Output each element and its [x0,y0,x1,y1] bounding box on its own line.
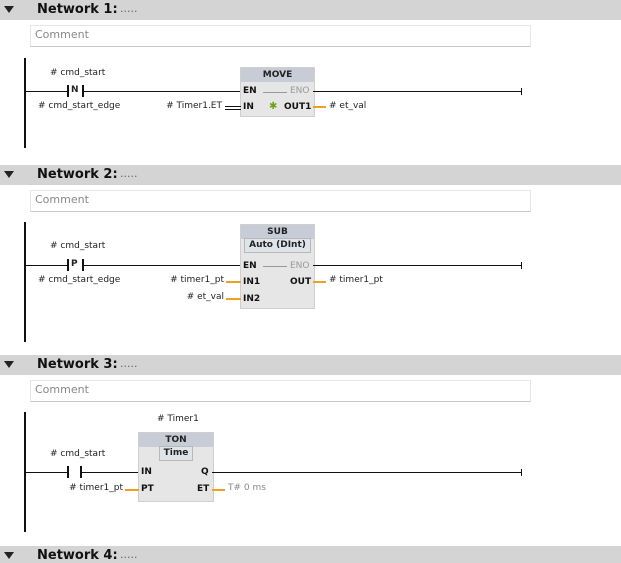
comment-placeholder: Comment [35,383,89,396]
wire [212,489,225,491]
contact-edge-operand[interactable]: # cmd_start_edge [38,101,121,111]
contact-operand[interactable]: # cmd_start [50,449,106,459]
wire-end [521,88,522,95]
block-name: MOVE [241,68,314,82]
comment-placeholder: Comment [35,28,89,41]
comment-placeholder: Comment [35,193,89,206]
network-2-header[interactable]: Network 2: ..... [0,165,621,185]
ton-pt-operand[interactable]: # timer1_pt [69,483,123,493]
network-dots[interactable]: ..... [120,548,138,561]
wire [125,489,139,491]
contact-left-bar[interactable] [67,259,69,271]
wire [226,281,241,283]
network-1-header[interactable]: Network 1: ..... [0,0,621,20]
wire [313,106,326,108]
ton-block[interactable]: TON Time IN Q PT ET [138,432,214,502]
sub-block[interactable]: SUB Auto (DInt) EN ENO IN1 OUT IN2 [240,224,315,309]
wire [313,91,522,92]
wire [313,281,326,283]
pin-et: ET [197,484,210,494]
block-name: TON [139,433,213,447]
wire-end [521,262,522,269]
sub-out-operand[interactable]: # timer1_pt [329,275,383,285]
pin-in1: IN1 [243,277,261,287]
sub-in2-operand[interactable]: # et_val [186,292,224,302]
collapse-triangle-icon[interactable] [4,171,14,178]
contact-edge-operand[interactable]: # cmd_start_edge [38,275,121,285]
wire [313,265,522,266]
move-in-operand[interactable]: # Timer1.ET [166,101,222,111]
network-title: Network 1: [37,2,118,17]
power-rail-left [24,58,26,148]
network-title: Network 2: [37,167,118,182]
contact-right-bar[interactable] [80,466,82,478]
wire [212,472,522,473]
wire [226,298,241,300]
network-3-comment[interactable]: Comment [30,380,531,402]
network-1-comment[interactable]: Comment [30,25,531,47]
wire [225,106,241,107]
wire [26,472,68,473]
network-3-header[interactable]: Network 3: ..... [0,355,621,375]
contact-operand[interactable]: # cmd_start [50,241,106,251]
enable-star-icon: ✱ [269,101,278,112]
pin-en: EN [243,86,257,96]
wire [26,91,68,92]
network-4-header[interactable]: Network 4: ..... [0,546,621,563]
contact-right-bar[interactable] [82,259,84,271]
pin-en: EN [243,261,257,271]
pin-eno: ENO [290,86,310,96]
collapse-triangle-icon[interactable] [4,552,14,559]
wire-end [521,469,522,476]
block-datatype[interactable]: Auto (DInt) [244,238,311,253]
wire [84,265,241,266]
network-dots[interactable]: ..... [120,2,138,15]
network-title: Network 4: [37,548,118,563]
contact-left-bar[interactable] [67,466,69,478]
wire [26,265,68,266]
en-eno-link [263,92,287,93]
contact-type-p[interactable]: P [71,259,78,269]
wire [82,472,139,473]
contact-right-bar[interactable] [82,85,84,97]
wire [84,91,241,92]
move-block[interactable]: MOVE EN ENO IN ✱ OUT1 [240,67,315,117]
contact-left-bar[interactable] [67,85,69,97]
pin-in: IN [141,467,152,477]
power-rail-left [24,412,26,532]
sub-in1-operand[interactable]: # timer1_pt [170,275,224,285]
pin-eno: ENO [290,261,310,271]
pin-out: OUT [290,277,312,287]
network-dots[interactable]: ..... [120,357,138,370]
collapse-triangle-icon[interactable] [4,361,14,368]
pin-out1: OUT1 [284,102,312,112]
contact-type-n[interactable]: N [71,85,79,95]
pin-in2: IN2 [243,294,261,304]
timer-instance[interactable]: # Timer1 [157,414,199,424]
block-name: SUB [241,225,314,239]
pin-q: Q [201,467,209,477]
power-rail-left [24,222,26,342]
pin-in: IN [243,102,254,112]
move-out-operand[interactable]: # et_val [329,101,367,111]
collapse-triangle-icon[interactable] [4,6,14,13]
en-eno-link [263,266,287,267]
network-title: Network 3: [37,357,118,372]
network-dots[interactable]: ..... [120,167,138,180]
block-datatype[interactable]: Time [159,446,193,461]
contact-operand[interactable]: # cmd_start [50,68,106,78]
network-2-comment[interactable]: Comment [30,190,531,212]
pin-pt: PT [141,484,154,494]
wire [225,109,241,110]
ton-et-operand[interactable]: T# 0 ms [228,483,266,493]
